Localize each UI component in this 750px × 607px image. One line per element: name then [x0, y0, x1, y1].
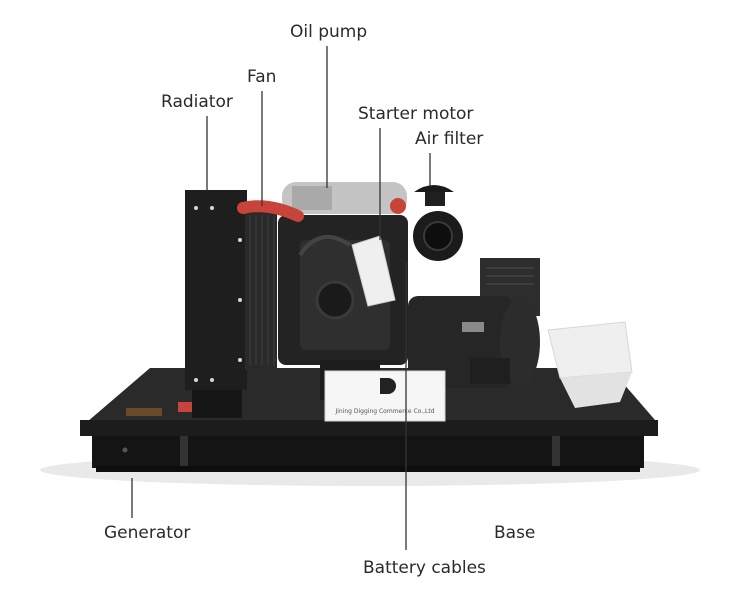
nameplate [324, 370, 446, 422]
parts-tray [126, 408, 162, 416]
battery-packaging [547, 321, 633, 408]
label-base: Base [494, 523, 536, 543]
air-filter-unit [413, 185, 463, 261]
label-starter-motor: Starter motor [358, 104, 474, 124]
label-radiator: Radiator [161, 92, 233, 112]
coolant-hose [237, 200, 304, 222]
leader-lines [131, 46, 431, 550]
spare-part [178, 402, 192, 412]
label-fan: Fan [247, 67, 277, 87]
radiator-unit [185, 190, 277, 418]
nameplate-company: Jining Digging Commerce Co.,Ltd [334, 408, 434, 415]
muffler [282, 182, 407, 214]
label-battery-cables: Battery cables [363, 558, 486, 578]
paper-tag [351, 235, 396, 307]
alternator [408, 258, 540, 388]
label-air-filter: Air filter [415, 129, 484, 149]
label-oil-pump: Oil pump [290, 22, 368, 42]
label-generator: Generator [104, 523, 191, 543]
